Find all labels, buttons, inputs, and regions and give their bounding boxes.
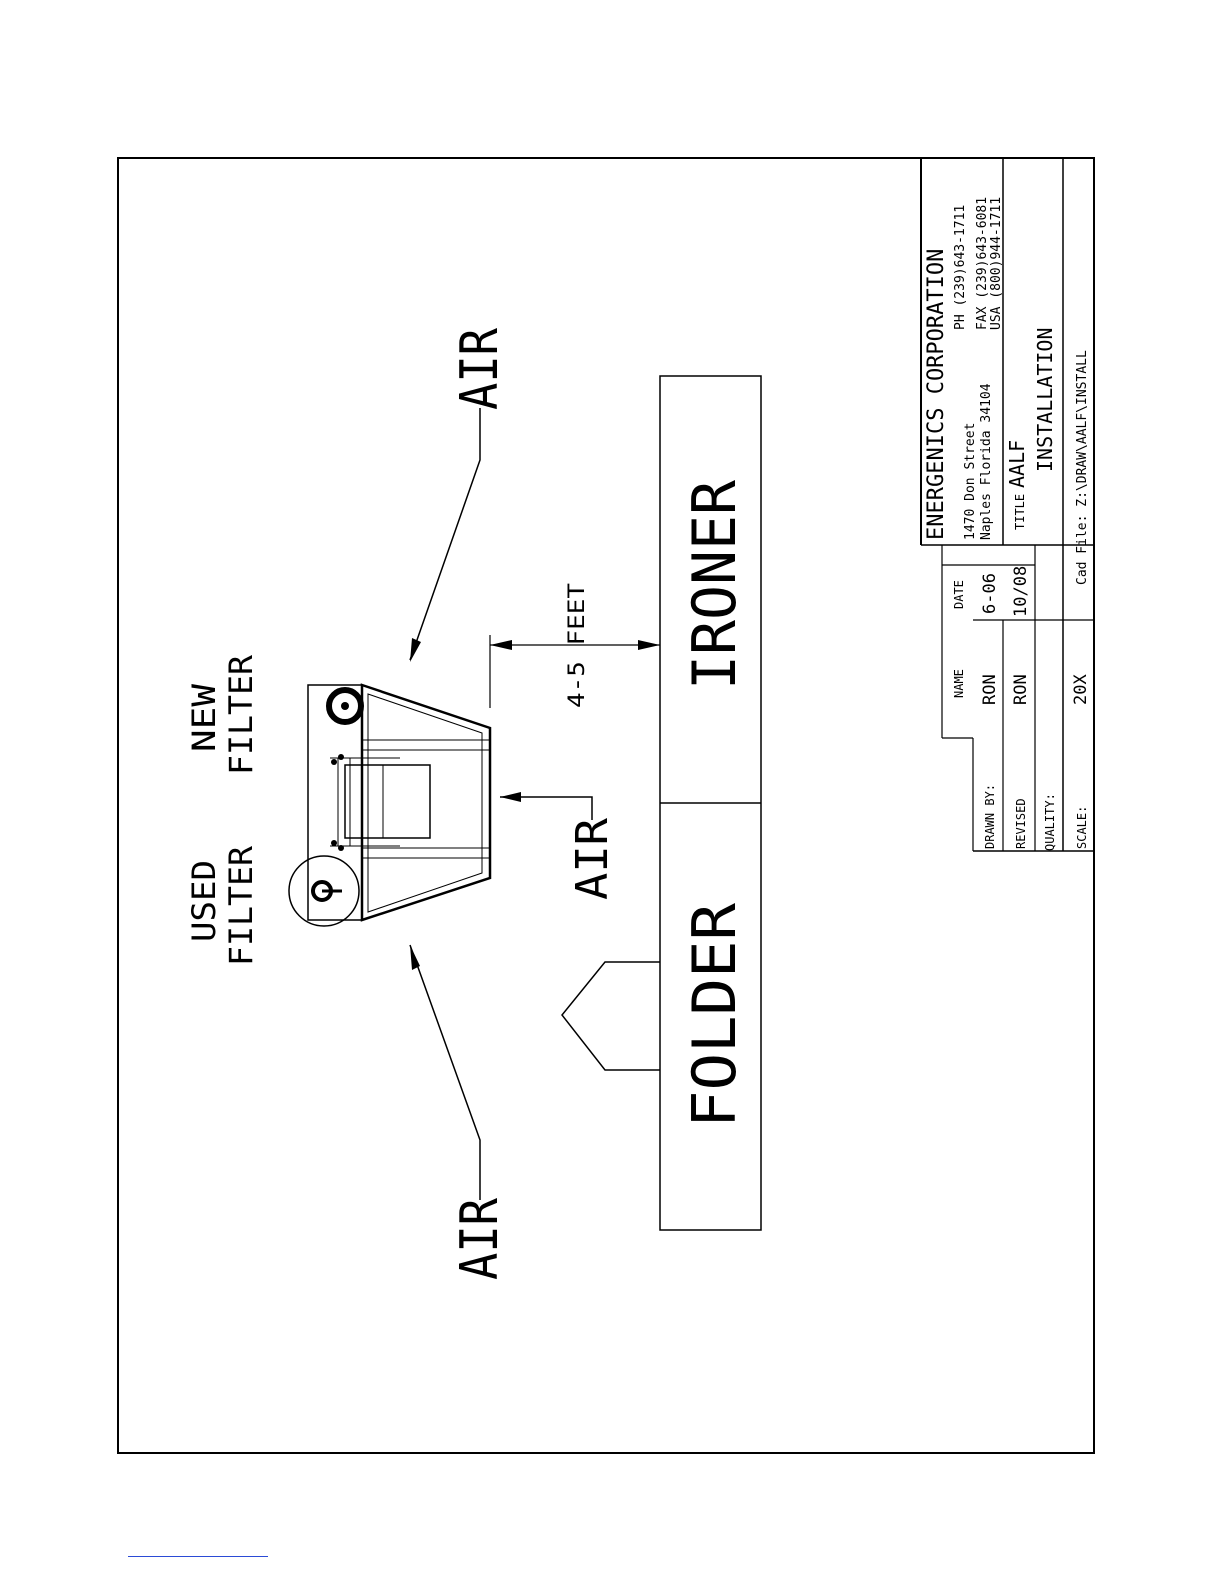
folder-label: FOLDER [680,902,750,1128]
air-arrow-top-head [410,638,421,662]
air-arrow-bottom-head [410,945,420,970]
air-label-middle: AIR [567,817,618,900]
column-name: NAME [952,669,966,698]
drawing-title-line2: INSTALLATION [1033,328,1057,473]
air-arrow-bottom [410,945,480,1200]
address-line2: Naples Florida 34104 [979,383,994,540]
revised-label: REVISED [1014,798,1028,849]
new-filter-label-line1: NEW [185,683,223,752]
air-label-top: AIR [450,327,510,410]
usa-number: USA (800)944-1711 [989,197,1004,330]
drawing-title: AALF [1005,440,1029,488]
quality-label: QUALITY: [1043,793,1057,851]
revised-date: 10/08 [1011,566,1031,617]
drawn-by-name: RON [980,674,1000,705]
air-arrow-middle [500,797,592,820]
distance-label: 4-5 FEET [565,583,590,708]
title-block: ENERGENICS CORPORATION 1470 Don Street N… [921,158,1094,851]
fax-number: FAX (239)643-6081 [975,197,990,330]
column-date: DATE [952,580,966,609]
air-arrow-middle-head [500,792,521,802]
air-label-bottom: AIR [450,1197,510,1280]
title-label: TITLE [1013,494,1027,530]
air-arrow-top [410,408,480,660]
phone-number: PH (239)643-1711 [953,205,968,330]
drawn-by-date: 6-06 [980,573,1000,614]
new-filter-label-line2: FILTER [222,654,260,775]
folder-hopper [562,962,660,1070]
ironer-label: IRONER [680,479,750,690]
footer-link-line [128,1556,268,1557]
revised-name: RON [1011,674,1031,705]
dimension-arrow-left [490,640,512,650]
dimension-arrow-right [638,640,660,650]
cad-file-path: Cad File: Z:\DRAW\AALF\INSTALL [1075,350,1090,585]
company-name: ENERGENICS CORPORATION [924,249,949,540]
address-line1: 1470 Don Street [963,423,978,540]
scale-value: 20X [1071,674,1091,705]
scale-label: SCALE: [1075,806,1089,849]
used-filter-label-line1: USED [185,860,223,942]
aalf-filter-unit [289,685,490,926]
drawn-by-label: DRAWN BY: [983,784,997,849]
used-filter-label-line2: FILTER [222,845,260,966]
